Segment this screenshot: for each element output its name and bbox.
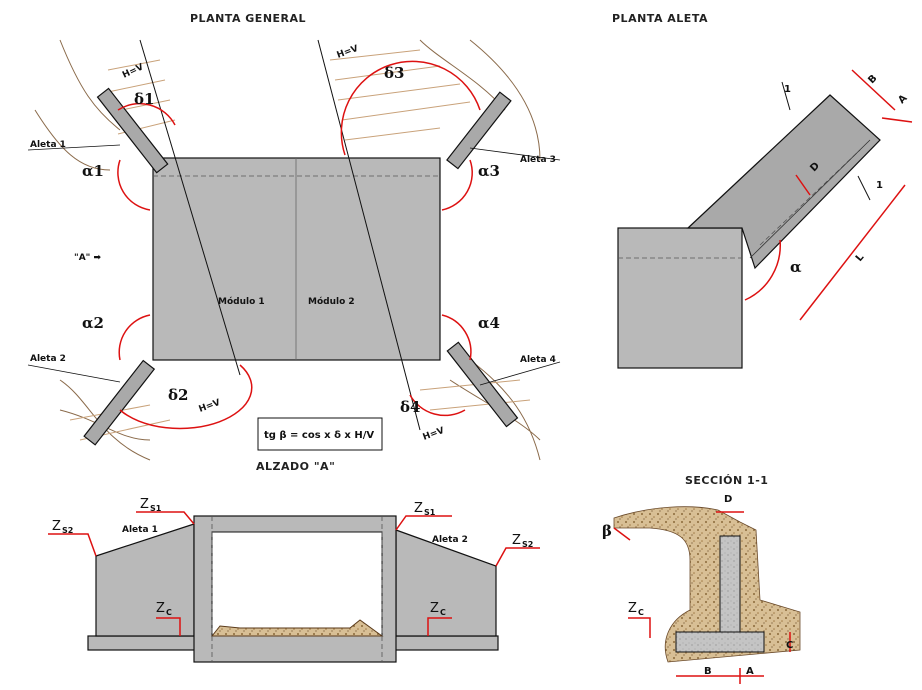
label-aleta-3: Aleta 3 [520,155,556,165]
label-delta-4: δ4 [400,398,420,416]
dim-line-A [881,117,913,123]
seccion-label-beta: β [602,522,612,540]
dim-line-B [851,69,896,111]
seccion-zc-marker [628,617,651,638]
seccion-stem [719,535,741,633]
label-hv-1: H=V [121,62,145,80]
label-modulo-1: Módulo 1 [218,296,265,307]
planta-aleta-drawing [617,69,913,369]
alzado-zs1-left-sub: S1 [150,504,162,513]
terrain-line-ne [419,39,541,161]
zs1-left-marker [136,511,195,525]
alzado-zs2-left: Z [52,519,61,534]
alzado-zs2-right: Z [512,533,521,548]
formula-text: tg β = cos x δ x H/V [264,430,374,441]
alzado-wing-right [395,529,497,637]
alzado-zs2-right-sub: S2 [522,540,533,549]
formula-box [257,417,383,451]
zc-right-marker [427,617,452,636]
title-seccion: SECCIÓN 1-1 [685,474,768,487]
label-delta-1: δ1 [134,90,154,108]
arc-alpha-2 [118,314,151,361]
title-alzado: ALZADO "A" [256,460,335,473]
seccion-label-D: D [724,494,732,505]
seccion-label-C: C [786,640,793,651]
aleta-label-alpha: α [790,258,802,276]
alzado-zc-right-sub: C [440,608,446,617]
wing-2 [83,359,156,446]
label-view-a: "A" ➡ [74,253,101,263]
label-aleta-1: Aleta 1 [30,140,66,150]
skew-line-left [139,39,241,376]
leader-aleta-4 [479,361,561,386]
alzado-zs1-right: Z [414,501,423,516]
alzado-zs2-left-sub: S2 [62,526,73,535]
cut-mark-bottom [857,175,871,201]
dim-line-L [799,184,906,321]
title-planta-general: PLANTA GENERAL [190,12,306,25]
label-alpha-3: α3 [478,162,500,180]
arc-delta-2 [119,364,253,430]
leader-aleta-3 [469,147,561,161]
seccion-footing [675,631,765,653]
leader-aleta-1 [27,144,121,151]
alzado-zc-left: Z [156,601,165,616]
planta-general-drawing [27,39,561,461]
aleta-label-1-top: 1 [784,84,791,95]
aleta-label-A: A [896,93,909,106]
cut-mark-top [781,81,791,111]
zs2-left-marker [48,533,97,557]
label-alpha-4: α4 [478,314,500,332]
terrain-line-nw [34,39,121,171]
label-delta-2: δ2 [168,386,188,404]
arc-alpha-4 [441,314,472,361]
seccion-label-Z: Z [628,601,637,616]
label-aleta-4: Aleta 4 [520,355,556,365]
alzado-zs1-right-sub: S1 [424,508,436,517]
alzado-label-aleta-2: Aleta 2 [432,535,468,545]
aleta-label-B: B [866,73,879,86]
arc-delta-3 [340,60,481,156]
leader-aleta-2 [27,364,121,383]
culvert-box [152,157,441,361]
aleta-box [617,227,743,369]
beta-marker [613,527,631,541]
aleta-inner-line [749,139,871,259]
alzado-zc-right: Z [430,601,439,616]
zs1-right-marker [395,515,452,531]
title-planta-aleta: PLANTA ALETA [612,12,708,25]
arc-alpha-3 [441,159,473,211]
skew-line-right [317,39,421,431]
aleta-label-L: L [854,251,867,263]
label-modulo-2: Módulo 2 [308,296,355,307]
wing-1 [96,87,169,174]
label-aleta-2: Aleta 2 [30,354,66,364]
aleta-wing-plan [686,94,881,270]
label-hv-3: H=V [198,398,222,415]
arc-delta-4 [409,394,466,417]
dim-line-D [795,174,811,196]
label-delta-3: δ3 [384,64,404,82]
alzado-label-aleta-1: Aleta 1 [122,525,158,535]
arc-alpha-1 [117,159,151,211]
label-alpha-1: α1 [82,162,104,180]
zc-left-marker [156,617,181,636]
seccion-label-B: B [704,666,712,677]
aleta-alpha-arc [744,239,781,301]
seccion-drawing [613,506,801,684]
zs2-right-marker [495,547,540,567]
seccion-backfill [613,506,801,663]
alzado-drawing [48,511,540,663]
alzado-opening [211,531,383,637]
alzado-zc-left-sub: C [166,608,172,617]
aleta-label-1-bottom: 1 [876,180,883,191]
label-alpha-2: α2 [82,314,104,332]
arc-delta-1 [117,102,176,126]
seccion-label-A: A [746,666,754,677]
alzado-zs1-left: Z [140,497,149,512]
seccion-label-zc-sub: C [638,608,644,617]
label-hv-4: H=V [422,426,446,443]
wing-3 [446,91,512,170]
